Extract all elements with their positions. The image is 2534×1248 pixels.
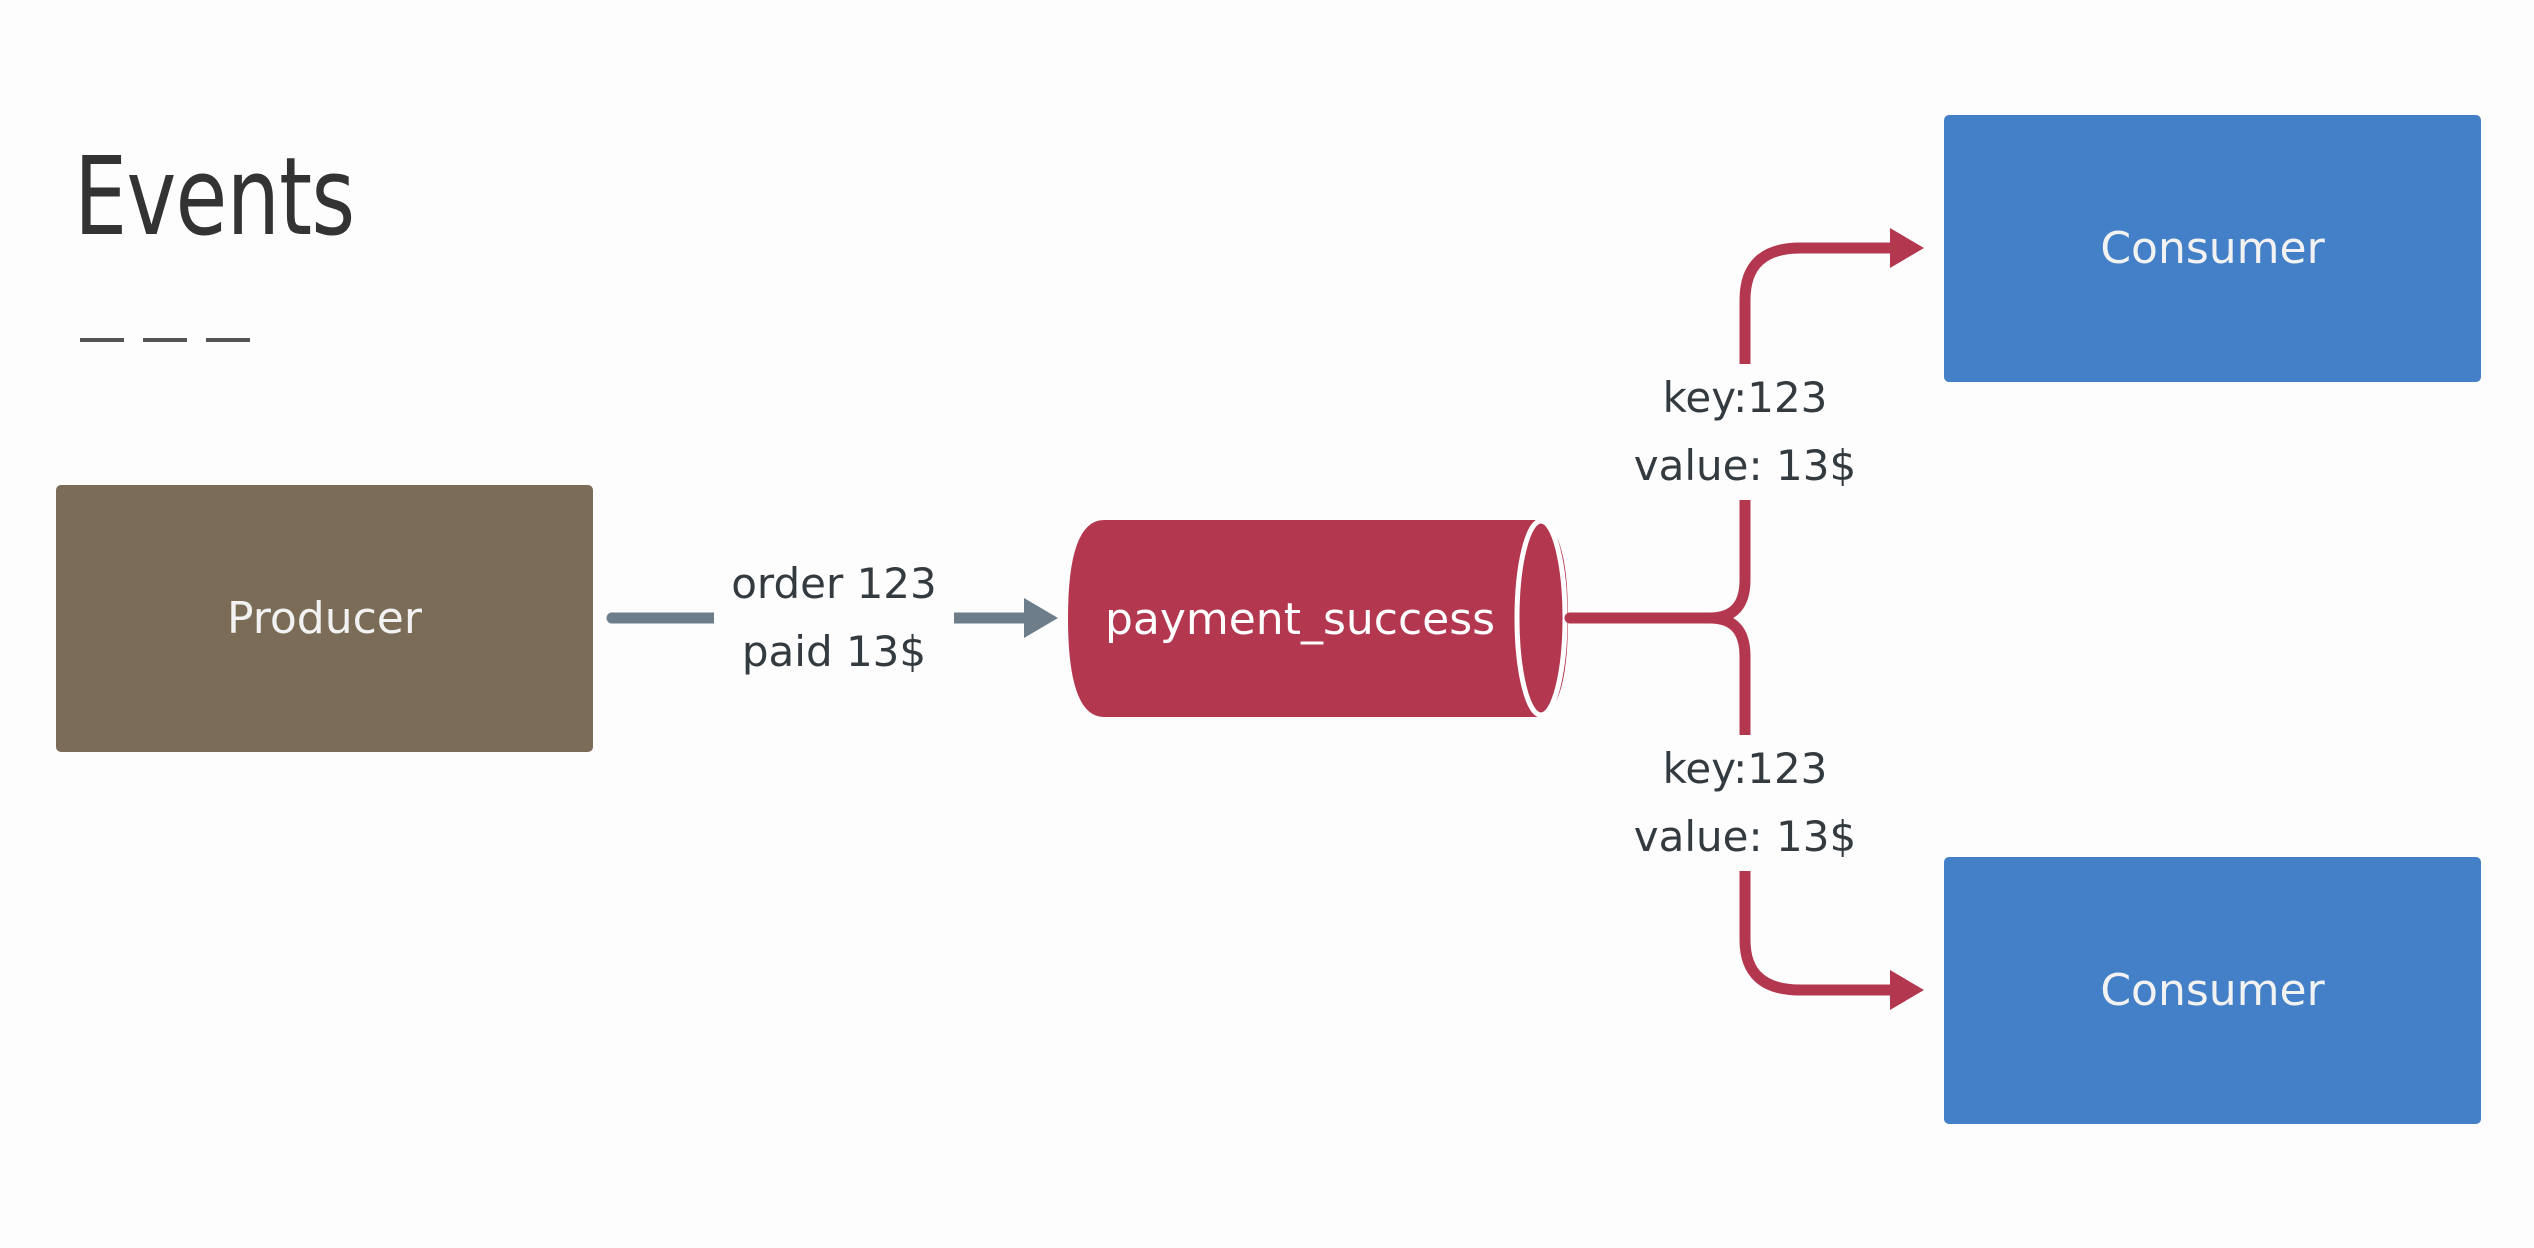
title-underline [80, 338, 250, 342]
message-line-order: order 123 [731, 559, 937, 608]
event-label-bottom: key:123 value: 13$ [1625, 735, 1865, 871]
event-key-top: key:123 [1662, 373, 1828, 422]
consumer-arrows [1564, 242, 1906, 996]
message-label: order 123 paid 13$ [714, 550, 954, 686]
arrowhead-bottom [1890, 970, 1924, 1010]
message-line-paid: paid 13$ [741, 627, 927, 676]
event-key-bottom: key:123 [1662, 744, 1828, 793]
event-value-top: value: 13$ [1633, 441, 1857, 490]
consumer-label-top: Consumer [2100, 223, 2325, 274]
arrowhead-top [1890, 228, 1924, 268]
consumer-box-bottom: Consumer [1944, 857, 2481, 1124]
producer-label: Producer [227, 593, 422, 644]
consumer-box-top: Consumer [1944, 115, 2481, 382]
event-value-bottom: value: 13$ [1633, 812, 1857, 861]
event-label-top: key:123 value: 13$ [1625, 364, 1865, 500]
slide-title: Events [74, 135, 355, 260]
consumer-label-bottom: Consumer [2100, 965, 2325, 1016]
topic-cylinder [1068, 518, 1568, 718]
producer-box: Producer [56, 485, 593, 752]
topic-label: payment_success [1104, 594, 1496, 645]
